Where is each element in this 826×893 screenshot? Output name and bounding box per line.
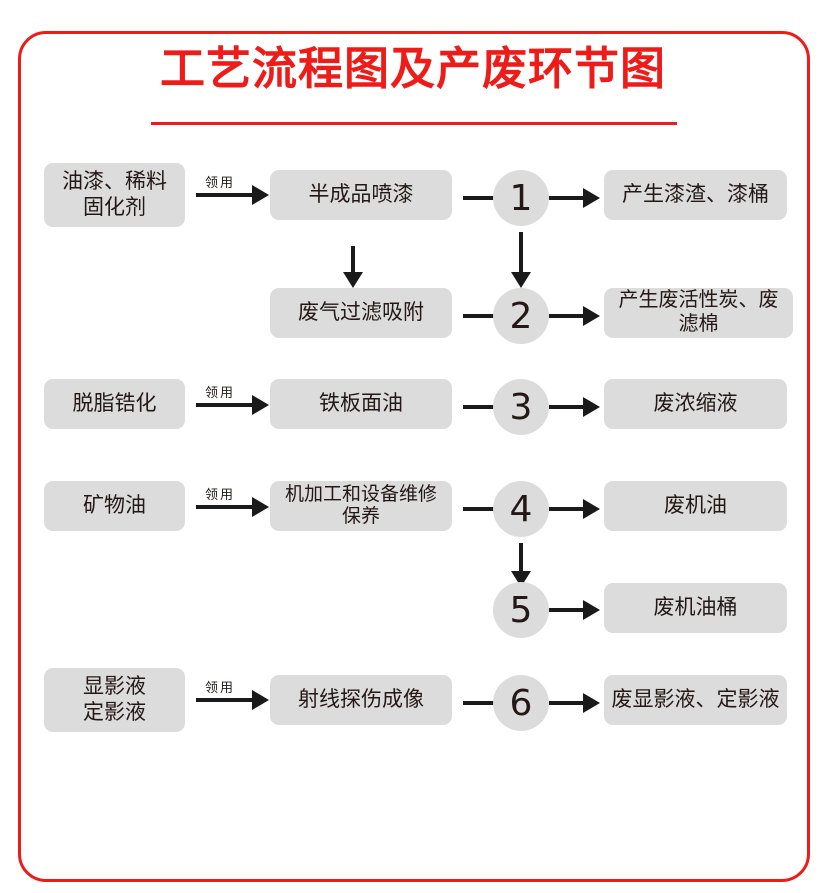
input-node-developer-fixer-solution: 显影液 定影液 [44,668,185,732]
page-title-container: 工艺流程图及产废环节图 [0,44,826,94]
arrow-head-row1-input-to-process [252,185,269,205]
output-node-spent-carbon-filter-cotton: 产生废活性炭、废滤棉 [604,288,793,338]
output-node-paint-residue-barrels: 产生漆渣、漆桶 [604,170,787,220]
connector-row6-process-to-circle [463,701,497,705]
connector-row4-process-to-circle [463,507,497,511]
vertical-shaft-circle4-to-circle5 [519,543,523,575]
vertical-arrow-head-circle1-to-circle2 [511,272,531,288]
output-node-waste-concentrate: 废浓缩液 [604,379,787,429]
input-node-paint-materials-line2: 固化剂 [83,196,146,219]
arrow-head-row6-circle-to-output [583,693,600,713]
connector-row2-process-to-circle [463,314,497,318]
arrow-head-row5-circle-to-output [583,600,600,620]
input-node-paint-materials-line1: 油漆、稀料 [62,170,167,194]
connector-row3-process-to-circle [463,405,497,409]
edge-label-requisition-row6: 领用 [205,680,236,695]
arrow-shaft-row6-circle-to-output [549,701,584,705]
arrow-shaft-row1-circle-to-output [549,196,584,200]
output-node-waste-oil-drum: 废机油桶 [604,583,787,633]
arrow-head-row3-input-to-process [252,395,269,415]
arrow-shaft-row4-circle-to-output [549,507,584,511]
vertical-shaft-process-to-exhaust-filter [351,246,355,276]
vertical-shaft-circle1-to-circle2 [519,232,523,276]
arrow-head-row6-input-to-process [252,690,269,710]
process-node-exhaust-gas-filtration: 废气过滤吸附 [270,288,452,338]
waste-node-circle-5: 5 [493,582,549,638]
title-underline-rule [151,122,677,125]
arrow-head-row3-circle-to-output [583,397,600,417]
input-node-developer-fixer-line2: 定影液 [83,701,146,724]
arrow-head-row4-input-to-process [252,497,269,517]
process-node-machining-equipment-maintenance: 机加工和设备维修保养 [270,481,452,531]
edge-label-requisition-row3: 领用 [205,385,236,400]
arrow-shaft-row3-input-to-process [196,403,253,407]
waste-node-circle-3: 3 [493,379,549,435]
arrow-shaft-row6-input-to-process [196,698,253,702]
input-node-degreasing-zirconization: 脱脂锆化 [44,379,185,429]
waste-node-circle-2: 2 [493,288,549,344]
arrow-shaft-row3-circle-to-output [549,405,584,409]
vertical-arrow-head-process-to-exhaust-filter [343,272,363,288]
process-node-iron-plate-surface-oil: 铁板面油 [270,379,452,429]
waste-node-circle-4: 4 [493,481,549,537]
input-node-paint-materials: 油漆、稀料 固化剂 [44,163,185,227]
red-border-frame [18,31,810,882]
output-node-waste-developer-fixer: 废显影液、定影液 [604,675,787,725]
process-node-spray-painting: 半成品喷漆 [270,170,452,220]
arrow-shaft-row5-circle-to-output [549,608,584,612]
edge-label-requisition-row1: 领用 [205,175,236,190]
waste-node-circle-6: 6 [493,675,549,731]
connector-row1-process-to-circle [463,196,497,200]
page-title: 工艺流程图及产废环节图 [159,42,666,95]
arrow-shaft-row1-input-to-process [196,193,253,197]
waste-node-circle-1: 1 [493,170,549,226]
arrow-shaft-row2-circle-to-output [549,314,584,318]
arrow-head-row1-circle-to-output [583,188,600,208]
output-node-waste-engine-oil: 废机油 [604,481,787,531]
arrow-head-row4-circle-to-output [583,499,600,519]
process-node-radiographic-inspection-imaging: 射线探伤成像 [270,675,452,725]
arrow-head-row2-circle-to-output [583,306,600,326]
arrow-shaft-row4-input-to-process [196,505,253,509]
edge-label-requisition-row4: 领用 [205,487,236,502]
input-node-mineral-oil: 矿物油 [44,481,185,531]
input-node-developer-fixer-line1: 显影液 [83,675,146,699]
